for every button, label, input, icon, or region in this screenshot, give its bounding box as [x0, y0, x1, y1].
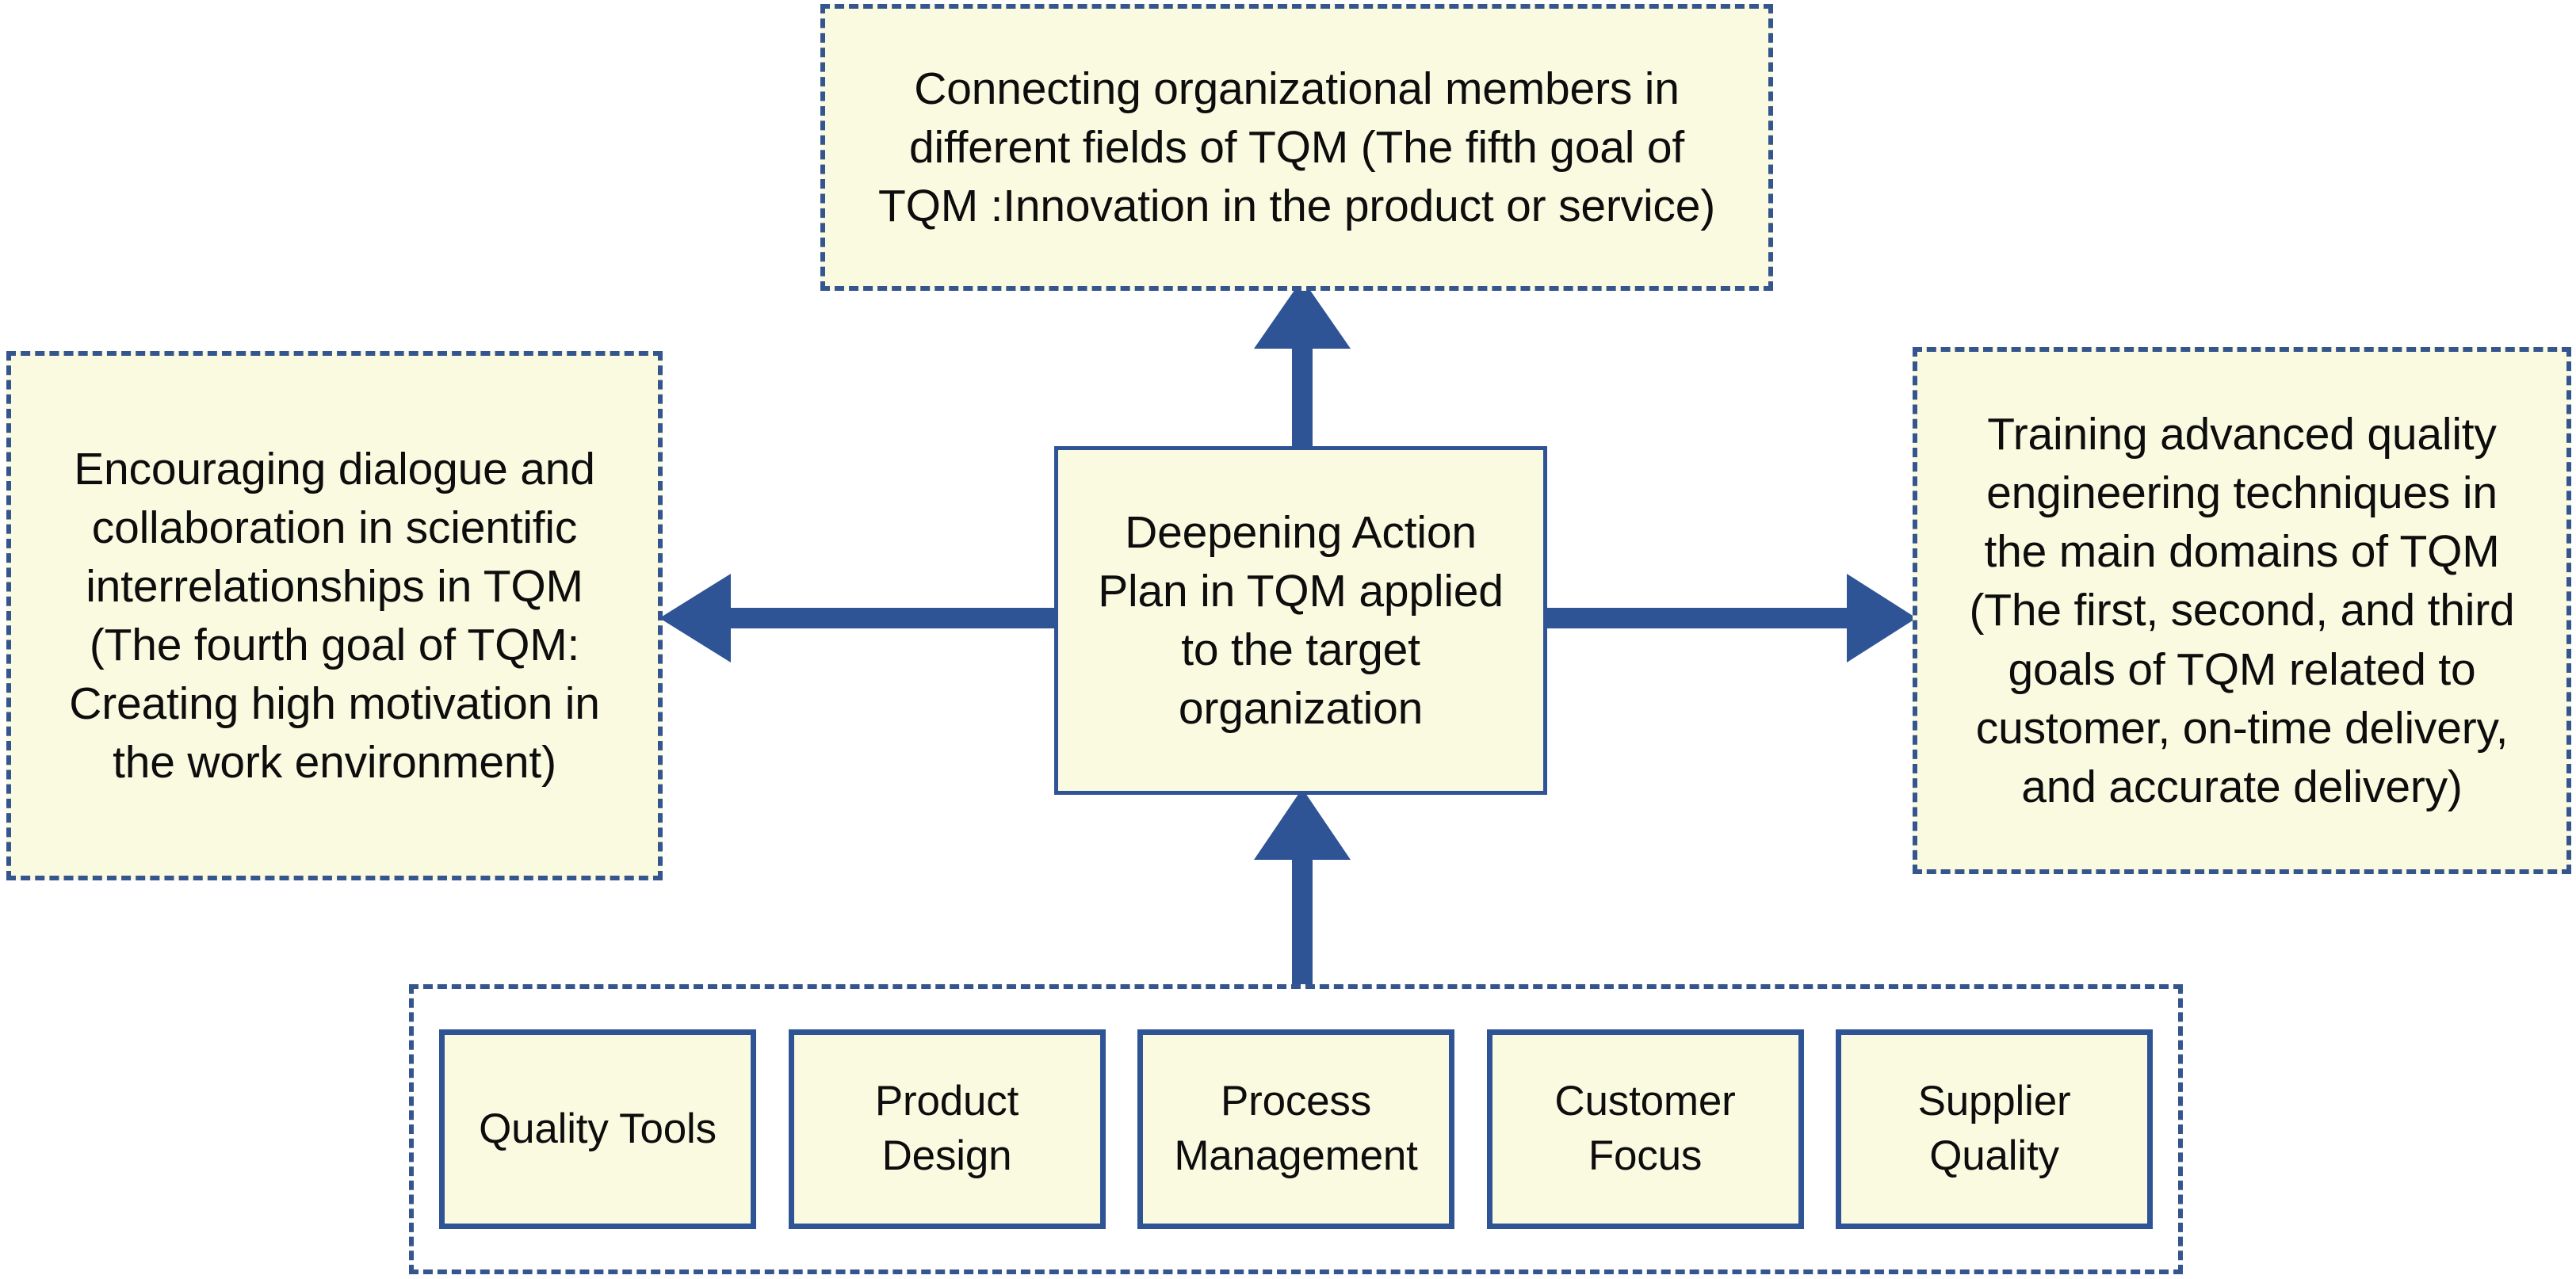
group-tqm-practices: Quality Tools Product Design Process Man… [409, 984, 2183, 1274]
node-product-design-label: Product Design [874, 1078, 1019, 1179]
node-customer-focus[interactable]: Customer Focus [1486, 1029, 1804, 1229]
node-product-design[interactable]: Product Design [788, 1029, 1106, 1229]
arrow-center-to-right [1543, 574, 1917, 662]
node-deepening-action-plan[interactable]: Deepening Action Plan in TQM applied to … [1054, 446, 1547, 795]
arrow-bottom-to-center [1254, 788, 1351, 991]
node-supplier-quality[interactable]: Supplier Quality [1836, 1029, 2153, 1229]
node-process-management-label: Process Management [1174, 1078, 1418, 1179]
node-encouraging-dialogue[interactable]: Encouraging dialogue and collaboration i… [6, 351, 663, 880]
node-training-advanced-quality-label: Training advanced quality engineering te… [1969, 409, 2515, 812]
node-connecting-members[interactable]: Connecting organizational members in dif… [820, 4, 1773, 291]
node-process-management[interactable]: Process Management [1137, 1029, 1454, 1229]
node-quality-tools-label: Quality Tools [479, 1105, 717, 1152]
node-quality-tools[interactable]: Quality Tools [439, 1029, 756, 1229]
node-encouraging-dialogue-label: Encouraging dialogue and collaboration i… [69, 443, 600, 788]
node-deepening-action-plan-label: Deepening Action Plan in TQM applied to … [1098, 506, 1504, 735]
node-connecting-members-label: Connecting organizational members in dif… [877, 63, 1716, 232]
node-customer-focus-label: Customer Focus [1554, 1078, 1736, 1179]
arrow-center-to-top [1254, 279, 1351, 456]
node-supplier-quality-label: Supplier Quality [1917, 1078, 2071, 1179]
arrow-center-to-left [659, 574, 1058, 662]
node-training-advanced-quality[interactable]: Training advanced quality engineering te… [1913, 347, 2571, 874]
tqm-practices-row: Quality Tools Product Design Process Man… [414, 989, 2178, 1269]
